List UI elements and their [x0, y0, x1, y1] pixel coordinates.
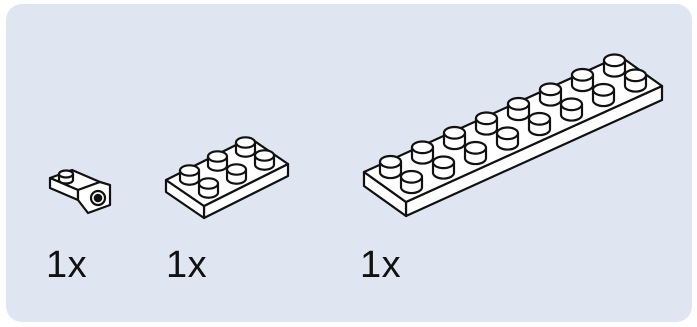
- parts-list-panel: [6, 4, 692, 322]
- part-quantity-1: 1x: [46, 244, 88, 286]
- bracket-1x1-icon: [48, 168, 112, 215]
- part-quantity-3: 1x: [360, 244, 402, 286]
- part-quantity-2: 1x: [166, 244, 208, 286]
- plate-2x8-icon: [362, 53, 664, 218]
- plate-2x3-icon: [164, 136, 290, 220]
